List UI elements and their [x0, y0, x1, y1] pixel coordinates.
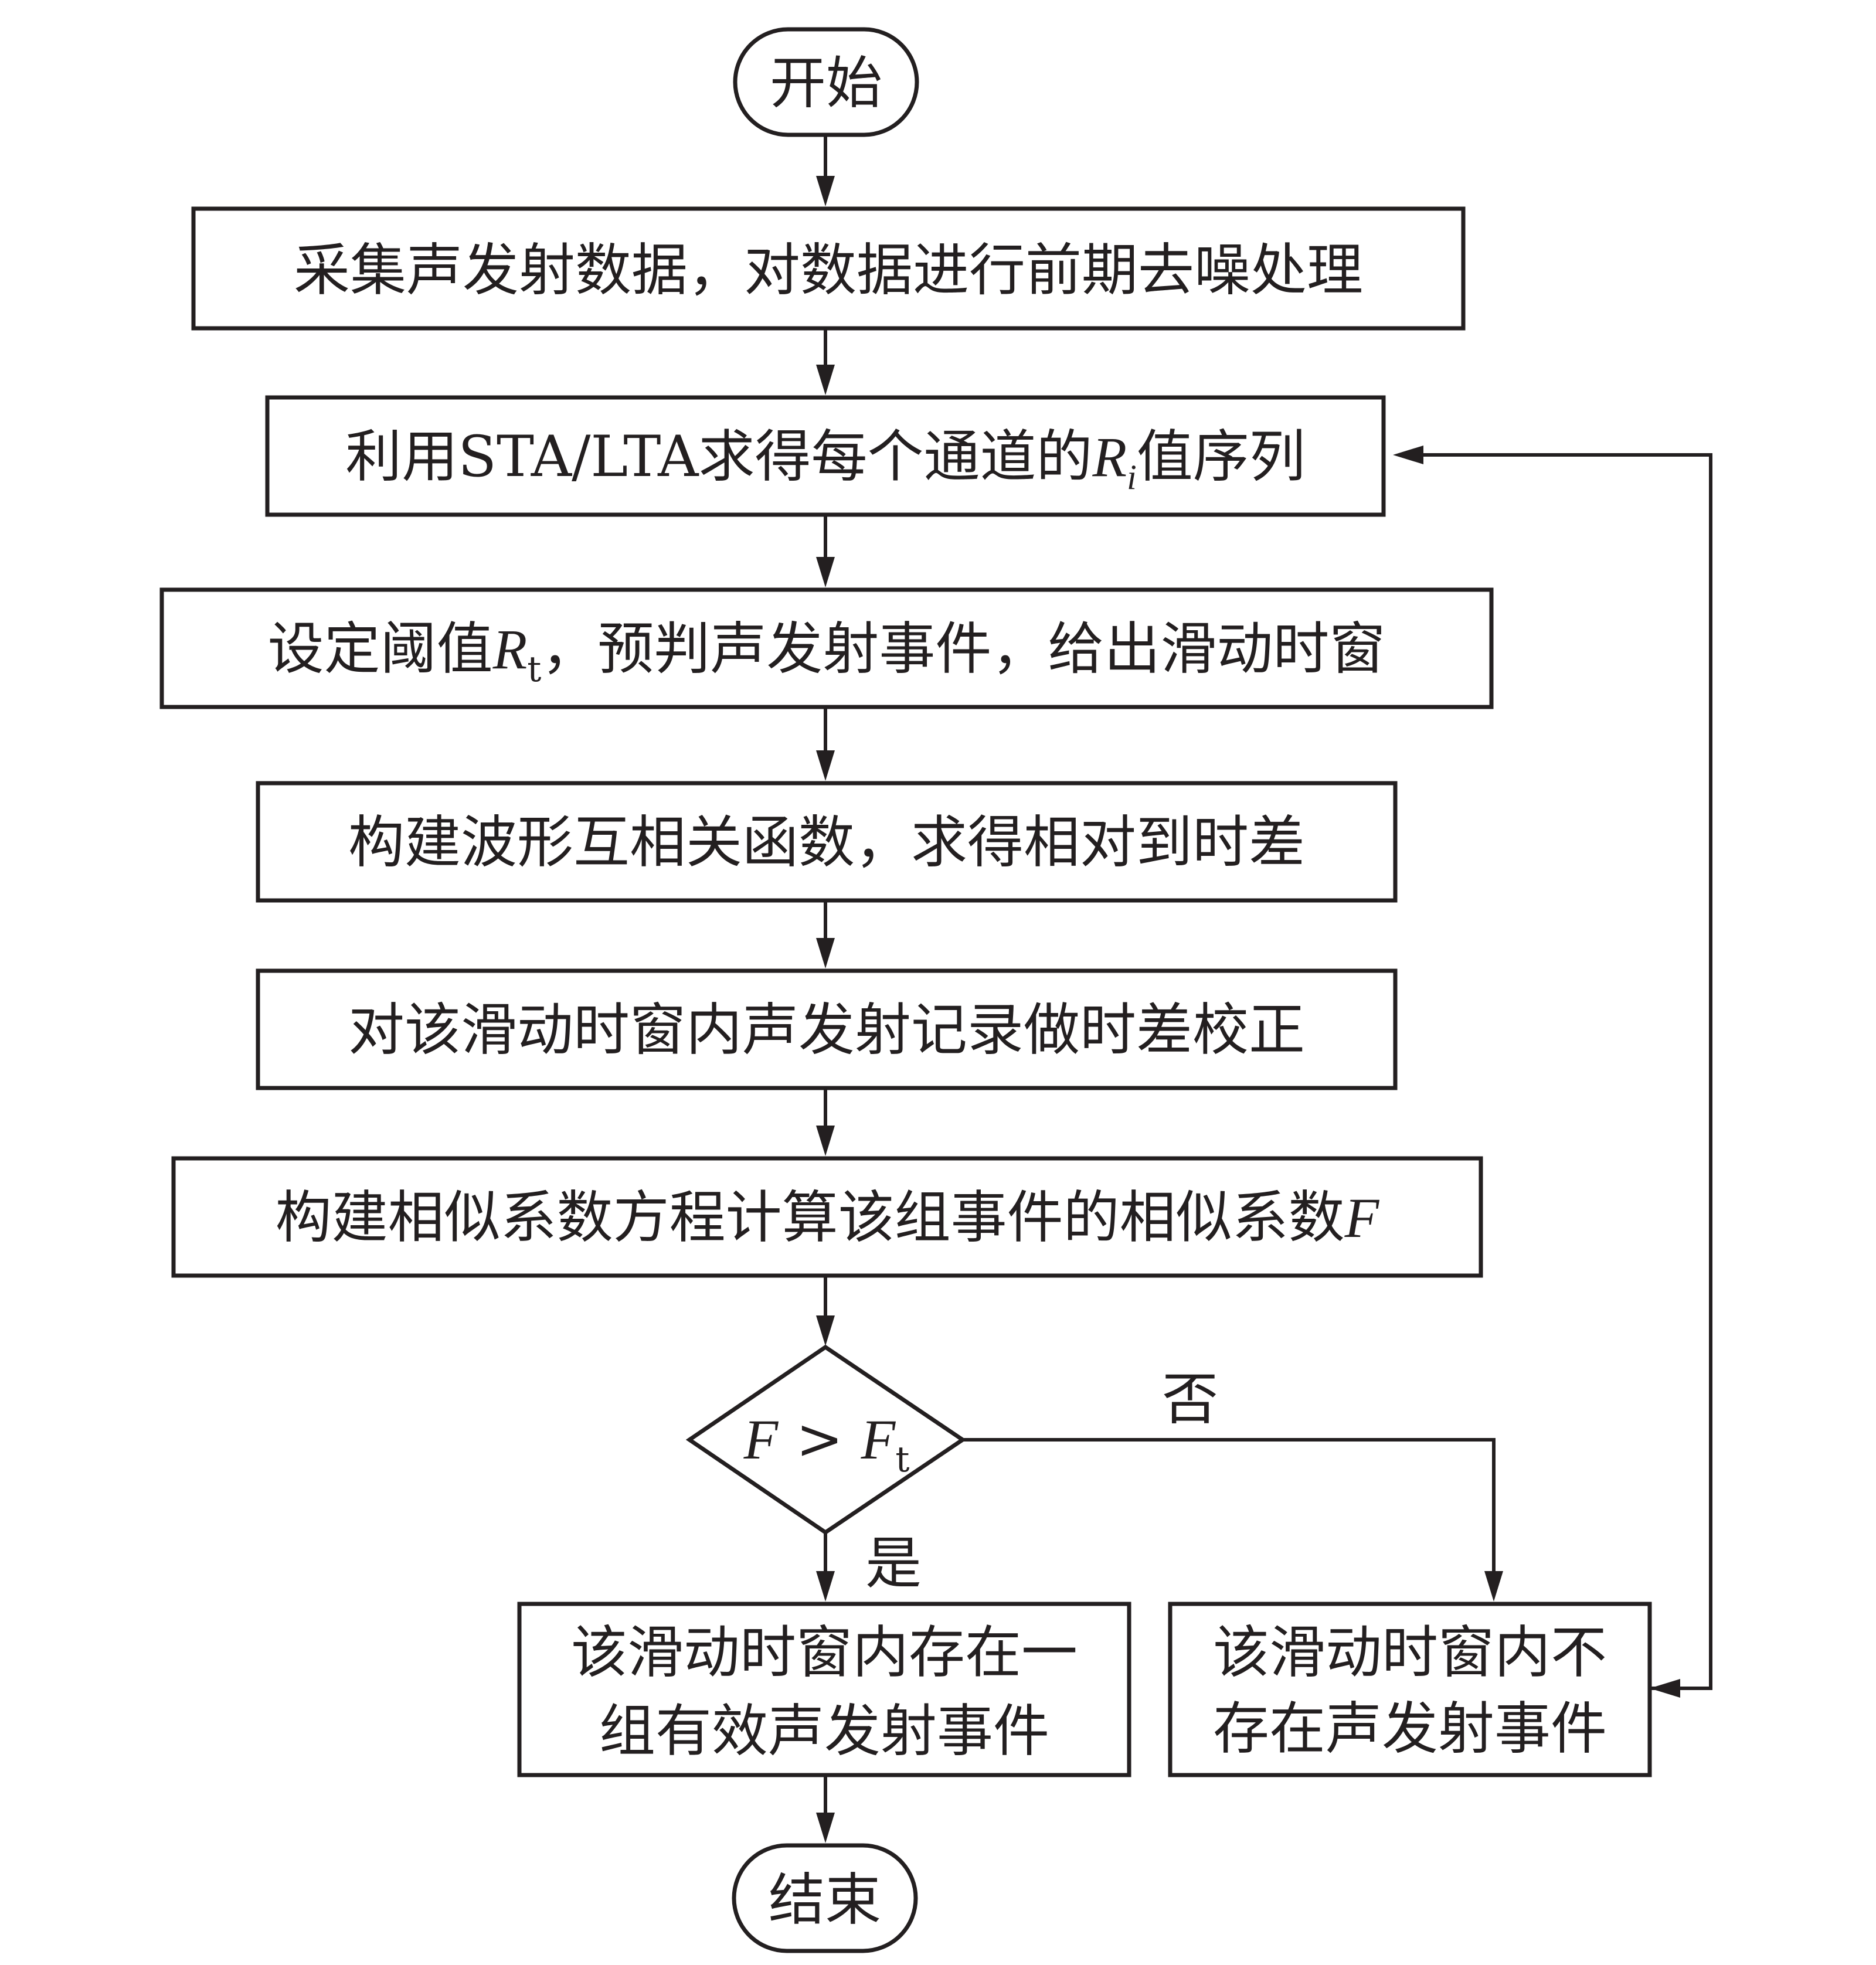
arrowhead-end: [816, 1813, 835, 1843]
sta-lta-prefix: 利用STA/LTA求得每个通道的: [345, 424, 1092, 489]
node-similarity: 构建相似系数方程计算该组事件的相似系数F: [171, 1156, 1483, 1278]
sta-lta-var: R: [1092, 426, 1127, 488]
arrowhead-decision: [816, 1315, 835, 1346]
node-correct: 对该滑动时窗内声发射记录做时差校正: [256, 968, 1398, 1090]
decision-op: >: [778, 1406, 861, 1472]
no-edge-label: 否: [1162, 1366, 1218, 1432]
valid-event-line2: 组有效声发射事件: [599, 1698, 1049, 1764]
decision-sub: t: [895, 1439, 909, 1480]
threshold-label: 设定阈值Rt，预判声发射事件，给出滑动时窗: [268, 616, 1386, 690]
end-label: 结束: [769, 1867, 881, 1933]
threshold-var: R: [492, 618, 528, 681]
correct-label: 对该滑动时窗内声发射记录做时差校正: [348, 997, 1305, 1063]
valid-event-line1: 该滑动时窗内存在一: [571, 1620, 1078, 1685]
arrowhead-similarity: [816, 1126, 835, 1156]
arrowhead-noevent: [1484, 1571, 1503, 1602]
decision-left: F: [743, 1408, 779, 1471]
threshold-sub: t: [527, 649, 541, 690]
node-collect: 采集声发射数据，对数据进行前期去噪处理: [191, 206, 1466, 331]
node-valid-event: 该滑动时窗内存在一 组有效声发射事件: [517, 1602, 1131, 1777]
threshold-prefix: 设定阈值: [268, 616, 493, 682]
arrowhead-threshold: [816, 557, 835, 587]
collect-label: 采集声发射数据，对数据进行前期去噪处理: [294, 237, 1363, 303]
node-threshold: 设定阈值Rt，预判声发射事件，给出滑动时窗: [159, 587, 1494, 709]
node-start: 开始: [733, 27, 919, 137]
no-event-line2: 存在声发射事件: [1213, 1696, 1607, 1762]
similarity-prefix: 构建相似系数方程计算该组事件的相似系数: [276, 1185, 1345, 1250]
sta-lta-suffix: 值序列: [1137, 424, 1306, 489]
edge-decision-noevent: [961, 1438, 1496, 1583]
node-no-event: 该滑动时窗内不 存在声发射事件: [1168, 1602, 1652, 1777]
threshold-suffix: ，预判声发射事件，给出滑动时窗: [541, 616, 1385, 682]
arrowhead-correlate: [816, 750, 835, 781]
sta-lta-sub: i: [1127, 458, 1137, 497]
start-label: 开始: [770, 50, 882, 116]
similarity-var: F: [1344, 1187, 1380, 1249]
decision-right: F: [861, 1408, 896, 1471]
arrowhead-correct: [816, 938, 835, 968]
arrowhead-sta: [816, 365, 835, 395]
decision-label: F > Ft: [743, 1406, 910, 1480]
similarity-label: 构建相似系数方程计算该组事件的相似系数F: [276, 1185, 1380, 1250]
no-event-line1: 该滑动时窗内不: [1213, 1620, 1607, 1685]
sta-lta-label: 利用STA/LTA求得每个通道的Ri值序列: [345, 424, 1306, 497]
arrowhead-loop-in: [1650, 1679, 1680, 1698]
arrowhead-collect: [816, 176, 835, 206]
correlate-label: 构建波形互相关函数，求得相对到时差: [348, 810, 1305, 875]
arrowhead-loop: [1393, 446, 1423, 464]
node-correlate: 构建波形互相关函数，求得相对到时差: [256, 781, 1398, 903]
connectors: [816, 135, 1712, 1843]
arrowhead-valid: [816, 1571, 835, 1602]
node-sta-lta: 利用STA/LTA求得每个通道的Ri值序列: [265, 395, 1386, 517]
node-end: 结束: [732, 1843, 918, 1953]
yes-edge-label: 是: [865, 1531, 922, 1596]
node-decision: F > Ft: [685, 1344, 967, 1535]
